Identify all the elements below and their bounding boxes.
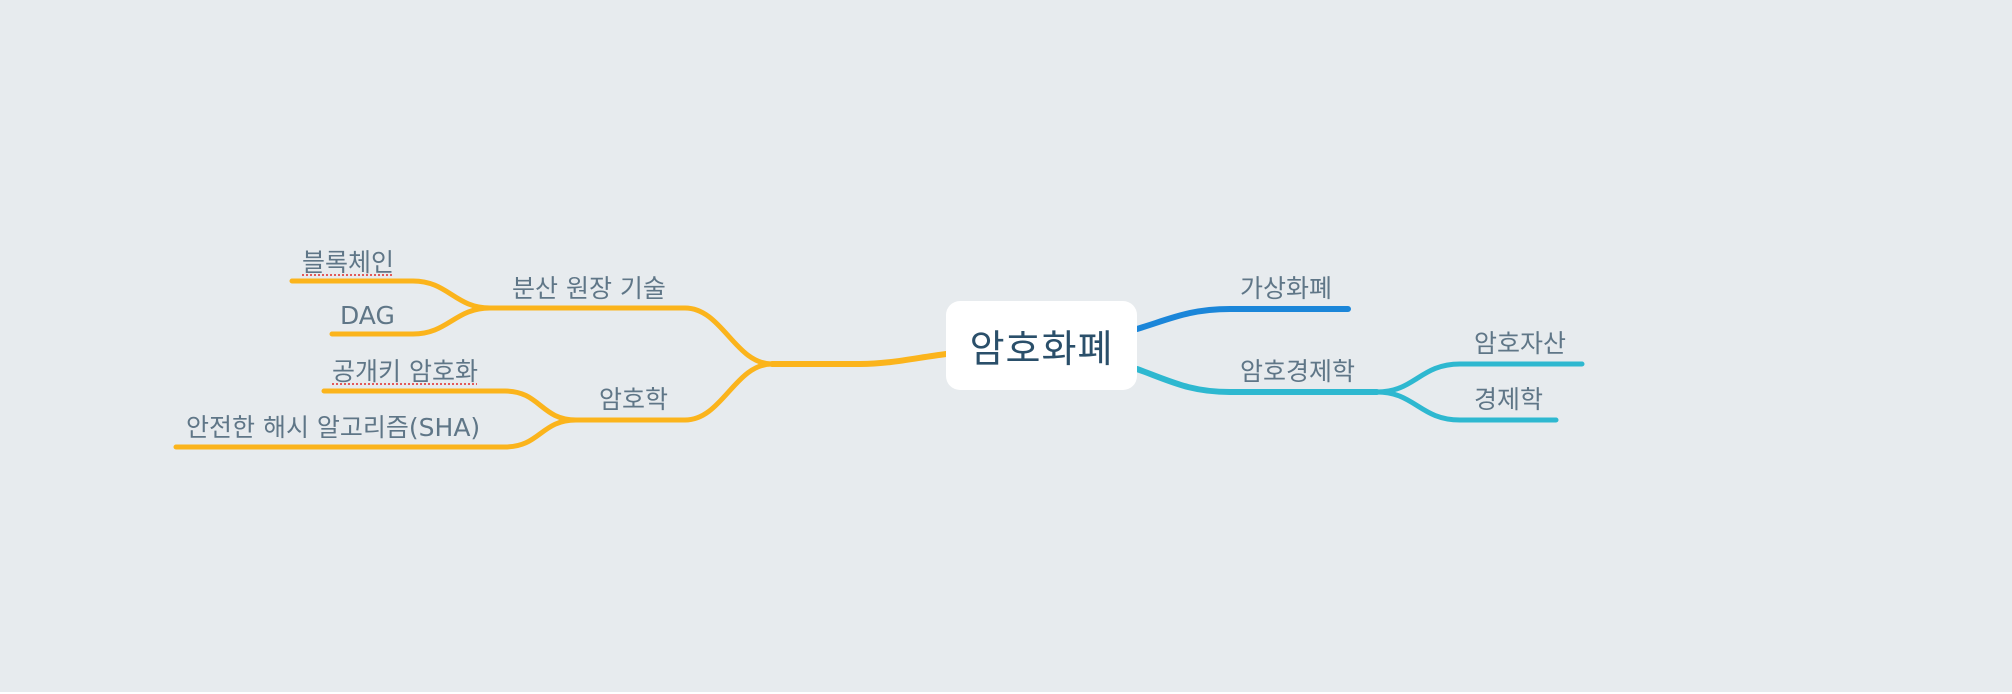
connector-dag bbox=[329, 305, 493, 337]
topic-virtual-currency[interactable]: 가상화폐 bbox=[1240, 274, 1333, 303]
topic-cryptography[interactable]: 암호학 bbox=[599, 385, 669, 414]
topic-dag[interactable]: DAG bbox=[340, 301, 395, 330]
connector-sha bbox=[173, 417, 579, 450]
topic-distributed-ledger[interactable]: 분산 원장 기술 bbox=[512, 274, 666, 303]
topic-secure-hash-algorithm[interactable]: 안전한 해시 알고리즘(SHA) bbox=[186, 413, 481, 442]
connector-root-left bbox=[769, 351, 949, 367]
topic-crypto-economics[interactable]: 암호경제학 bbox=[1240, 357, 1356, 386]
connector-distributed-ledger bbox=[487, 305, 775, 367]
central-topic[interactable]: 암호화폐 bbox=[946, 301, 1137, 390]
connector-cryptography bbox=[573, 361, 775, 423]
topic-public-key-encryption[interactable]: 공개키 암호화 bbox=[332, 357, 478, 386]
topic-crypto-asset[interactable]: 암호자산 bbox=[1474, 329, 1567, 358]
topic-blockchain[interactable]: 블록체인 bbox=[302, 248, 395, 277]
connector-virtual-currency bbox=[1134, 306, 1351, 332]
central-topic-label: 암호화폐 bbox=[969, 327, 1114, 371]
topic-economics[interactable]: 경제학 bbox=[1474, 385, 1544, 414]
canvas-bottom-edge bbox=[0, 692, 2012, 694]
connector-economics bbox=[1374, 389, 1559, 423]
connector-crypto-economics bbox=[1134, 366, 1380, 395]
